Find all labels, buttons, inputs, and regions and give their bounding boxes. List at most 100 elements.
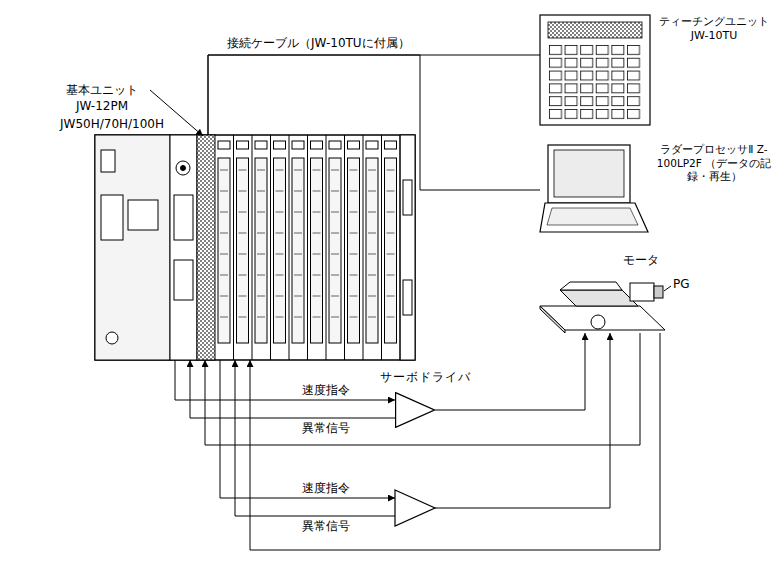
- mount-screw: [106, 332, 118, 344]
- module-terminal-cover: [255, 158, 267, 343]
- terminal-mark: [294, 191, 302, 192]
- indicator-panel: [128, 200, 158, 230]
- teaching-unit: [540, 15, 650, 125]
- module-indicator: [311, 141, 323, 149]
- terminal-mark: [239, 191, 247, 192]
- module-terminal-cover: [237, 158, 249, 343]
- laptop-node: ラダープロセッサⅡ Z-100LP2F （データの記録・再生）: [540, 145, 650, 235]
- module-indicator: [366, 141, 378, 149]
- module-divider: [289, 135, 290, 360]
- terminal-mark: [368, 317, 376, 318]
- terminal-mark: [276, 212, 284, 213]
- module-divider: [363, 135, 364, 360]
- servo-amplifier: [395, 490, 435, 526]
- module-divider: [270, 135, 271, 360]
- teaching-unit-keypad: [548, 44, 642, 121]
- signal-wire: [175, 360, 395, 400]
- terminal-mark: [368, 233, 376, 234]
- terminal-mark: [257, 275, 265, 276]
- servo-amplifier-shape: [396, 393, 435, 428]
- unit-label: 基本ユニット JW-12PM: [57, 83, 147, 114]
- terminal-mark: [387, 275, 395, 276]
- device-label: ティーチングユニット JW-10TU: [653, 15, 775, 44]
- signal-wire: [208, 55, 540, 190]
- terminal-mark: [239, 233, 247, 234]
- terminal-mark: [239, 296, 247, 297]
- terminal-mark: [350, 191, 358, 192]
- module-terminal-cover: [366, 158, 378, 343]
- table-slide: [560, 290, 638, 306]
- terminal-mark: [368, 296, 376, 297]
- cpu-module: [170, 135, 197, 360]
- terminal-block: [101, 195, 123, 240]
- module-indicator: [274, 141, 286, 149]
- terminal-mark: [387, 254, 395, 255]
- terminal-mark: [257, 233, 265, 234]
- terminal-mark: [276, 233, 284, 234]
- servo-drive-node: サーボドライバ: [395, 392, 435, 428]
- base-unit-jw12pm: [197, 135, 215, 360]
- terminal-mark: [350, 296, 358, 297]
- module-divider: [344, 135, 345, 360]
- terminal-mark: [331, 275, 339, 276]
- terminal-mark: [313, 275, 321, 276]
- terminal-mark: [257, 170, 265, 171]
- module-terminal-cover: [274, 158, 286, 343]
- module-terminal-cover: [292, 158, 304, 343]
- pg-label: PG: [673, 277, 690, 293]
- signal-name: 速度指令: [300, 383, 352, 398]
- terminal-mark: [220, 275, 228, 276]
- module-indicator: [292, 141, 304, 149]
- terminal-mark: [387, 233, 395, 234]
- cpu-connector: [174, 195, 193, 240]
- terminal-mark: [387, 317, 395, 318]
- teaching-unit-display: [548, 22, 642, 38]
- terminal-mark: [313, 317, 321, 318]
- module-indicator: [329, 141, 341, 149]
- module-divider: [307, 135, 308, 360]
- terminal-mark: [239, 212, 247, 213]
- terminal-mark: [294, 317, 302, 318]
- pg-leader: [664, 286, 671, 291]
- alarm-signal-wire: [235, 360, 395, 516]
- module-terminal-cover: [385, 158, 397, 343]
- module-indicator: [385, 141, 397, 149]
- terminal-mark: [350, 275, 358, 276]
- terminal-mark: [313, 191, 321, 192]
- terminal-mark: [239, 275, 247, 276]
- module-divider: [233, 135, 234, 360]
- terminal-mark: [257, 191, 265, 192]
- terminal-mark: [368, 212, 376, 213]
- motor-body: [630, 283, 654, 301]
- terminal-mark: [220, 254, 228, 255]
- terminal-mark: [313, 296, 321, 297]
- terminal-mark: [239, 254, 247, 255]
- cpu-switch: [176, 161, 190, 175]
- module-terminal-cover: [311, 158, 323, 343]
- terminal-mark: [331, 191, 339, 192]
- terminal-mark: [331, 170, 339, 171]
- terminal-mark: [239, 317, 247, 318]
- module-indicator: [218, 141, 230, 149]
- plc-rack-node: 基本ユニット JW-12PMJW50H/70H/100H: [95, 135, 415, 360]
- table-top: [560, 282, 622, 290]
- terminal-mark: [276, 296, 284, 297]
- signal-name: 速度指令: [300, 481, 352, 496]
- terminal-mark: [368, 170, 376, 171]
- terminal-mark: [276, 191, 284, 192]
- terminal-mark: [257, 296, 265, 297]
- terminal-mark: [257, 254, 265, 255]
- table-base-side: [540, 306, 565, 333]
- terminal-mark: [220, 296, 228, 297]
- terminal-mark: [220, 170, 228, 171]
- device-label: ラダープロセッサⅡ Z-100LP2F （データの記録・再生）: [653, 143, 775, 184]
- module-divider: [400, 135, 401, 360]
- pg-feedback-wire: [250, 333, 660, 550]
- terminal-mark: [294, 275, 302, 276]
- terminal-mark: [387, 296, 395, 297]
- speed-command-wire: [220, 360, 395, 498]
- terminal-mark: [331, 233, 339, 234]
- power-module: [95, 135, 170, 360]
- terminal-mark: [350, 254, 358, 255]
